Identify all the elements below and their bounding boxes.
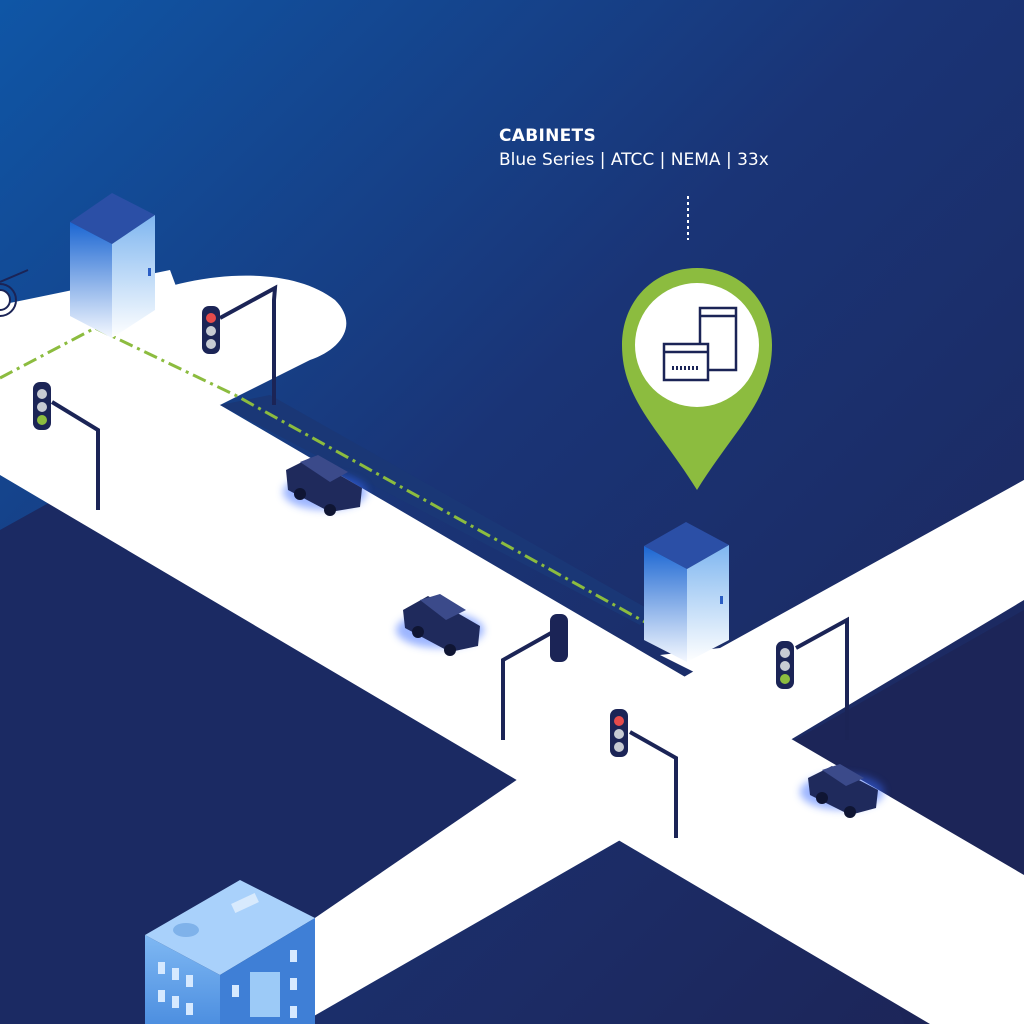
car-icon	[800, 764, 884, 818]
car-icon	[283, 455, 367, 516]
callout-title: CABINETS	[499, 126, 596, 146]
road-notch	[220, 395, 650, 625]
cabinet-icon	[662, 306, 738, 382]
building-icon	[145, 880, 315, 1024]
cabinets-callout: CABINETS Blue Series | ATCC | NEMA | 33x	[499, 124, 769, 172]
traffic-light-icon	[202, 284, 278, 405]
traffic-light-icon	[776, 616, 849, 740]
traffic-light-icon	[501, 614, 568, 740]
cabinet-link-line	[0, 326, 646, 624]
traffic-light-icon	[33, 382, 100, 510]
ground-block-left	[0, 470, 575, 1024]
road-cul-de-sac	[690, 790, 986, 916]
roads	[0, 270, 1024, 1024]
map-pin-icon	[622, 268, 772, 490]
cabinet-icon	[70, 193, 155, 338]
callout-subtitle: Blue Series | ATCC | NEMA | 33x	[499, 150, 769, 170]
car-icon	[396, 594, 484, 656]
cross-road	[160, 480, 1024, 1024]
cabinet-icon	[644, 522, 729, 662]
traffic-light-icon	[610, 709, 678, 838]
antenna-icon	[0, 269, 29, 317]
road-island	[130, 275, 347, 405]
